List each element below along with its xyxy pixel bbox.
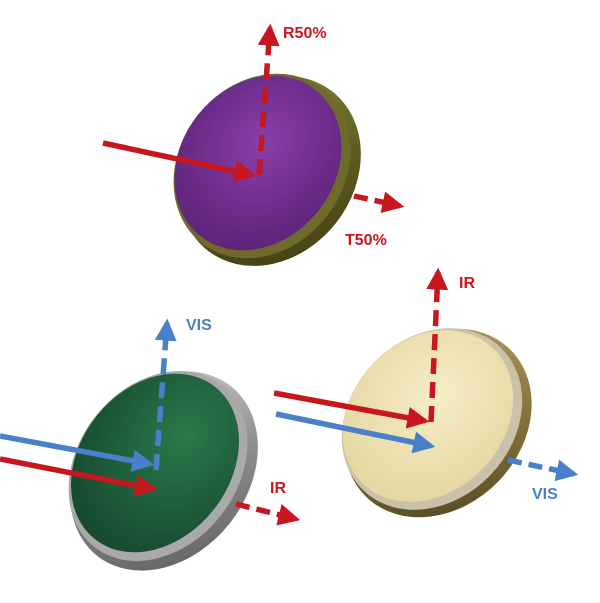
right-reflect-arrow: [426, 267, 449, 423]
left-reflect-arrow: [153, 318, 177, 471]
top-incident-arrow: [102, 140, 257, 183]
label-left-transmit: IR: [270, 480, 286, 497]
label-top-reflect: R50%: [283, 25, 327, 42]
label-right-transmit: VIS: [532, 486, 558, 503]
label-right-reflect: IR: [459, 275, 475, 292]
top-transmit-arrow: [353, 191, 405, 214]
label-left-reflect: VIS: [186, 317, 212, 334]
label-top-transmit: T50%: [345, 232, 387, 249]
right-incident-blue-arrow: [275, 411, 436, 454]
left-transmit-arrow: [235, 501, 301, 526]
right-incident-red-arrow: [273, 390, 430, 429]
filter-yellow: [341, 328, 532, 518]
left-incident-red-arrow: [0, 456, 158, 497]
filter-beamsplitter: [173, 73, 361, 266]
right-transmit-arrow: [507, 457, 579, 482]
left-incident-blue-arrow: [0, 433, 155, 472]
top-reflect-arrow: [256, 23, 280, 176]
